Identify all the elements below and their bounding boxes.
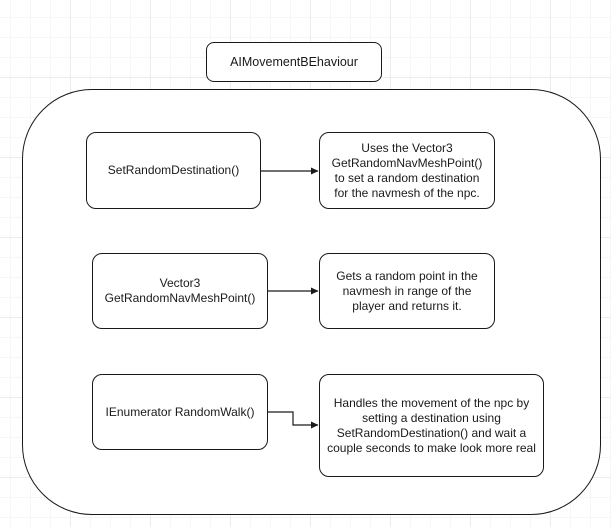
method-signature: Vector3 GetRandomNavMeshPoint() — [104, 276, 256, 305]
class-title-box[interactable]: AIMovementBEhaviour — [206, 42, 382, 82]
method-box-random-walk[interactable]: IEnumerator RandomWalk() — [92, 374, 268, 450]
method-description: Uses the Vector3 GetRandomNavMeshPoint()… — [331, 140, 483, 200]
method-signature: SetRandomDestination() — [107, 163, 240, 177]
description-box-set-random-destination[interactable]: Uses the Vector3 GetRandomNavMeshPoint()… — [319, 132, 495, 209]
method-description: Handles the movement of the npc by setti… — [327, 395, 536, 455]
description-box-random-walk[interactable]: Handles the movement of the npc by setti… — [319, 374, 544, 477]
method-description: Gets a random point in the navmesh in ra… — [336, 268, 478, 313]
method-box-get-random-navmesh-point[interactable]: Vector3 GetRandomNavMeshPoint() — [92, 253, 268, 329]
method-box-set-random-destination[interactable]: SetRandomDestination() — [86, 132, 261, 209]
method-signature: IEnumerator RandomWalk() — [105, 404, 255, 419]
class-title: AIMovementBEhaviour — [230, 54, 358, 69]
description-box-get-random-navmesh-point[interactable]: Gets a random point in the navmesh in ra… — [319, 253, 495, 329]
